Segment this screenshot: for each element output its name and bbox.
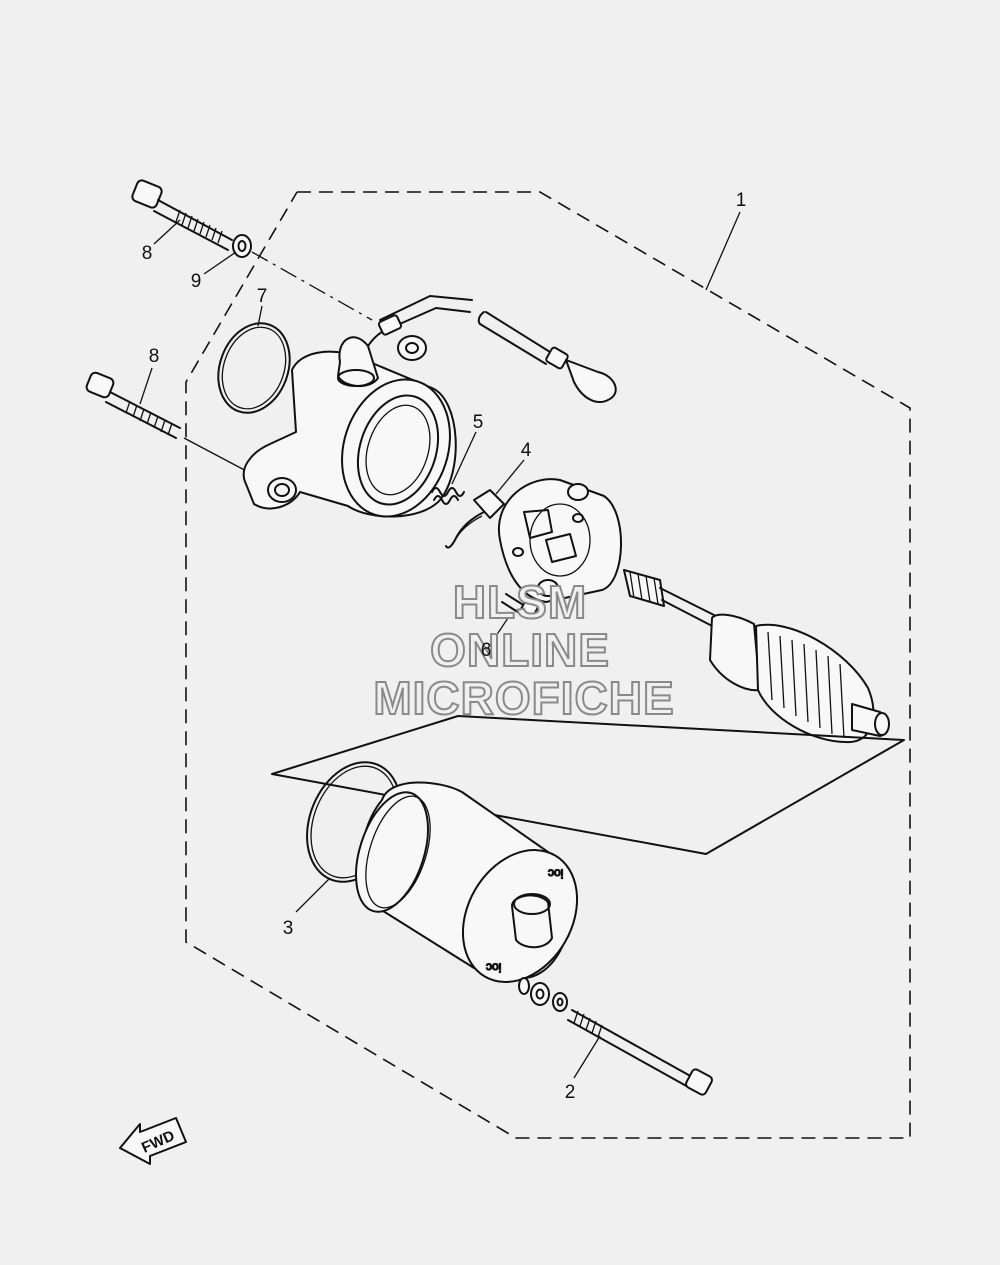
brush-holder-plate[interactable] [497,478,622,603]
breather-tube[interactable] [477,311,617,403]
assembly-boundary [185,191,911,1139]
forward-arrow-icon: FWD [119,1117,187,1165]
bolt-8-top[interactable] [131,179,233,251]
leader-line-8a [153,219,181,245]
watermark-line-3: MICROFICHE [373,672,674,724]
callout-6: 6 [481,640,492,661]
leader-line-3 [295,877,331,913]
svg-text:ɔoᴉ: ɔoᴉ [486,959,501,973]
callout-2: 2 [565,1082,576,1103]
callout-5: 5 [473,412,484,433]
callout-8-left: 8 [149,346,160,367]
callout-9: 9 [191,271,202,292]
yoke-motor-case[interactable]: ɔoᴉ ɔoᴉ [342,781,600,1002]
callout-7: 7 [257,286,268,307]
washer-9[interactable] [232,234,252,258]
bolt-8-left[interactable] [85,371,181,439]
leader-line-4 [495,459,525,495]
brush-4[interactable] [445,489,505,549]
leader-line-2 [573,1035,601,1079]
watermark-line-2: ONLINE [430,624,610,676]
o-ring-7[interactable] [206,313,301,423]
leader-line-1 [705,211,741,291]
leader-line-7 [257,305,263,327]
through-bolt-2[interactable] [567,1009,713,1096]
callout-8-top: 8 [142,243,153,264]
front-cover-housing[interactable] [242,295,473,531]
callout-1: 1 [736,190,747,211]
axis-line-9 [251,251,373,321]
section-frame [271,715,905,855]
washer-set[interactable] [518,977,568,1012]
spring-5[interactable] [431,487,465,505]
callout-4: 4 [521,440,532,461]
armature[interactable] [623,569,890,744]
leader-line-5 [451,431,477,485]
leader-line-8b [139,367,153,405]
callout-3: 3 [283,918,294,939]
bolt-6[interactable] [501,593,539,619]
leader-line-6 [487,611,513,649]
axis-line-8b [183,437,253,475]
leader-line-9 [203,251,237,275]
watermark: HLSM ONLINE MICROFICHE [372,575,674,725]
svg-text:ɔoᴉ: ɔoᴉ [548,865,563,879]
watermark-line-1: HLSM [453,576,587,628]
